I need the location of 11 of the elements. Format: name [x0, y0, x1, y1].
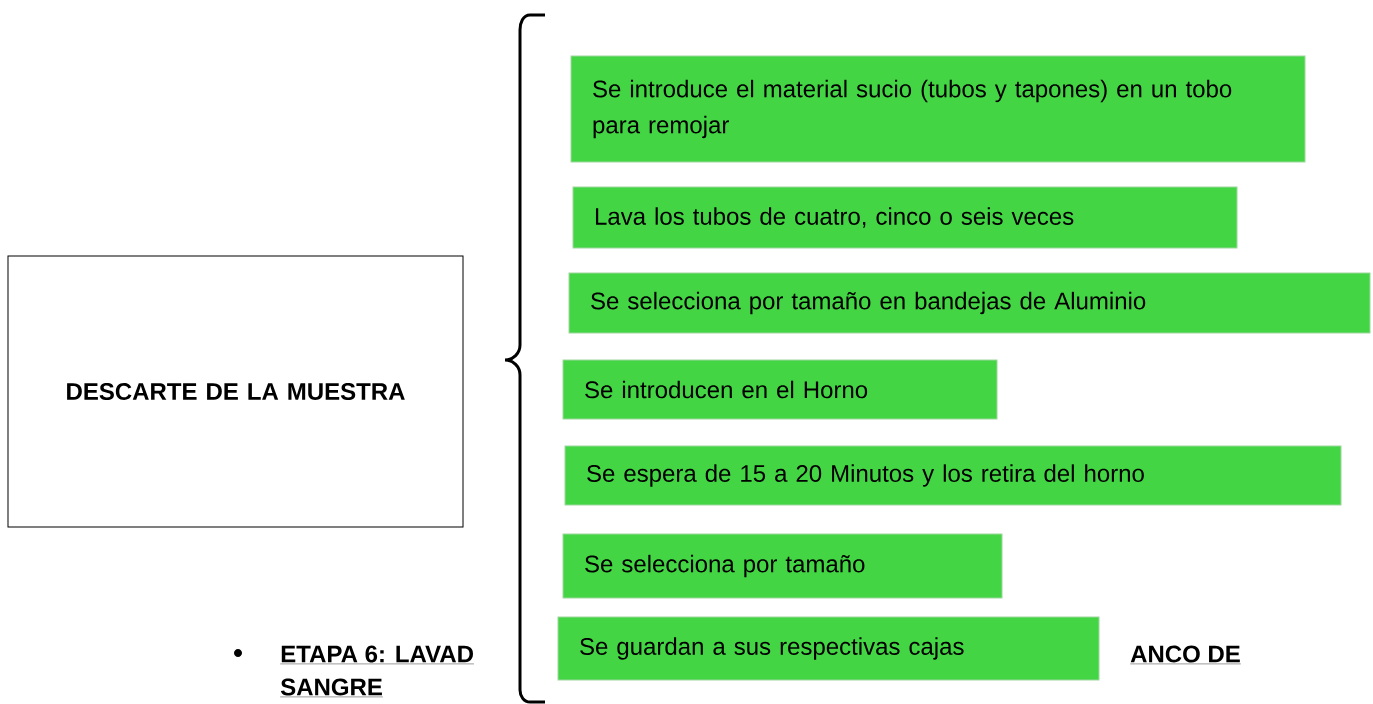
step-box: Se guardan a sus respectivas cajas: [557, 616, 1100, 681]
heading-text: ETAPA 6: LAVAD: [280, 645, 475, 665]
step-box: Se introducen en el Horno: [562, 359, 998, 420]
step-box: Se selecciona por tamaño: [562, 533, 1003, 599]
title-box: DESCARTE DE LA MUESTRA: [7, 255, 464, 528]
step-box: Se introduce el material sucio (tubos y tapones) en un tobo para remojar: [570, 55, 1306, 163]
step-box: Se selecciona por tamaño en bandejas de Aluminio: [568, 272, 1371, 334]
step-box: Se espera de 15 a 20 Minutos y los retira del horno: [564, 445, 1342, 506]
heading-text: SANGRE: [280, 678, 384, 698]
heading-text: ANCO DE: [1129, 645, 1241, 665]
step-box: Lava los tubos de cuatro, cinco o seis veces: [572, 186, 1238, 249]
